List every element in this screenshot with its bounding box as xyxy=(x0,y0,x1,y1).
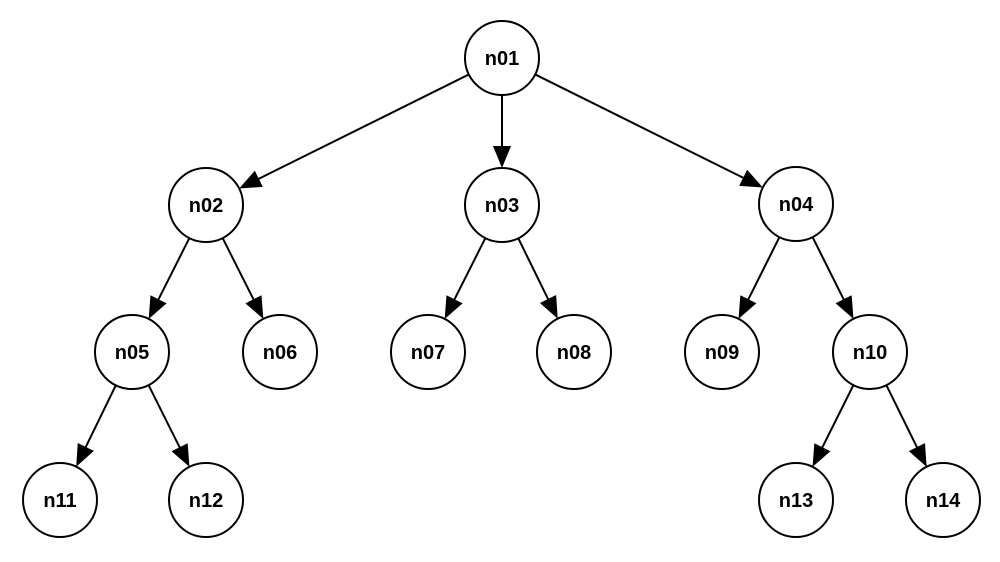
node-circle xyxy=(464,167,540,243)
node-circle xyxy=(684,314,760,390)
arrowhead-icon xyxy=(835,295,854,319)
node-label: n09 xyxy=(705,342,739,364)
edge-line xyxy=(221,237,256,302)
node-circle xyxy=(832,314,908,390)
tree-node-n08: n08 xyxy=(536,314,612,390)
tree-node-n02: n02 xyxy=(168,167,244,243)
arrowhead-icon xyxy=(239,170,263,189)
tree-node-n13: n13 xyxy=(758,462,834,538)
edge-n04-n09 xyxy=(738,236,781,319)
node-label: n07 xyxy=(411,342,445,364)
tree-node-n01: n01 xyxy=(464,20,540,96)
edge-n04-n10 xyxy=(811,236,854,319)
node-circle xyxy=(758,166,834,242)
node-circle xyxy=(168,462,244,538)
arrowhead-icon xyxy=(739,169,763,188)
edge-n01-n03 xyxy=(493,95,511,168)
node-label: n03 xyxy=(485,195,519,217)
edge-line xyxy=(256,73,470,181)
node-circle xyxy=(536,314,612,390)
node-label: n06 xyxy=(263,342,297,364)
arrowhead-icon xyxy=(171,443,190,467)
node-circle xyxy=(94,314,170,390)
edge-n05-n11 xyxy=(76,384,117,467)
tree-node-n10: n10 xyxy=(832,314,908,390)
tree-node-n11: n11 xyxy=(22,462,98,538)
arrowhead-icon xyxy=(148,295,167,319)
tree-node-n05: n05 xyxy=(94,314,170,390)
arrowhead-icon xyxy=(812,443,831,467)
node-circle xyxy=(464,20,540,96)
tree-node-n12: n12 xyxy=(168,462,244,538)
edge-line xyxy=(147,384,182,450)
arrowhead-icon xyxy=(493,146,511,168)
node-label: n12 xyxy=(189,490,223,512)
edge-n03-n07 xyxy=(444,237,487,319)
node-label: n08 xyxy=(557,342,591,364)
tree-node-n09: n09 xyxy=(684,314,760,390)
tree-node-n07: n07 xyxy=(390,314,466,390)
edge-line xyxy=(517,237,550,302)
node-circle xyxy=(390,314,466,390)
arrowhead-icon xyxy=(908,443,927,467)
arrowhead-icon xyxy=(738,295,757,319)
edge-n01-n02 xyxy=(239,73,470,189)
node-label: n01 xyxy=(485,48,519,70)
node-circle xyxy=(905,462,981,538)
edge-line xyxy=(885,384,919,450)
node-label: n13 xyxy=(779,490,813,512)
edge-n10-n13 xyxy=(812,384,855,467)
node-label: n11 xyxy=(43,490,76,512)
node-label: n02 xyxy=(189,195,223,217)
node-circle xyxy=(242,314,318,390)
edge-line xyxy=(746,236,781,302)
edge-n10-n14 xyxy=(885,384,927,467)
arrowhead-icon xyxy=(245,295,264,319)
arrowhead-icon xyxy=(444,295,463,319)
tree-node-n04: n04 xyxy=(758,166,834,242)
edge-n05-n12 xyxy=(147,384,190,467)
tree-node-n14: n14 xyxy=(905,462,981,538)
edge-line xyxy=(156,237,191,302)
tree-node-n03: n03 xyxy=(464,167,540,243)
edge-line xyxy=(534,73,746,180)
node-label: n05 xyxy=(115,342,149,364)
arrowhead-icon xyxy=(76,443,94,467)
edge-line xyxy=(811,236,846,302)
edge-n03-n08 xyxy=(517,237,558,319)
edge-line xyxy=(452,237,487,302)
node-label: n14 xyxy=(926,490,961,512)
edge-line xyxy=(820,384,855,450)
node-label: n10 xyxy=(853,342,887,364)
node-circle xyxy=(758,462,834,538)
edge-n02-n06 xyxy=(221,237,264,319)
tree-node-n06: n06 xyxy=(242,314,318,390)
node-label: n04 xyxy=(779,194,814,216)
edge-n01-n04 xyxy=(534,73,763,188)
node-circle xyxy=(22,462,98,538)
node-circle xyxy=(168,167,244,243)
arrowhead-icon xyxy=(539,295,558,319)
edge-n02-n05 xyxy=(148,237,191,319)
edge-line xyxy=(84,384,117,450)
